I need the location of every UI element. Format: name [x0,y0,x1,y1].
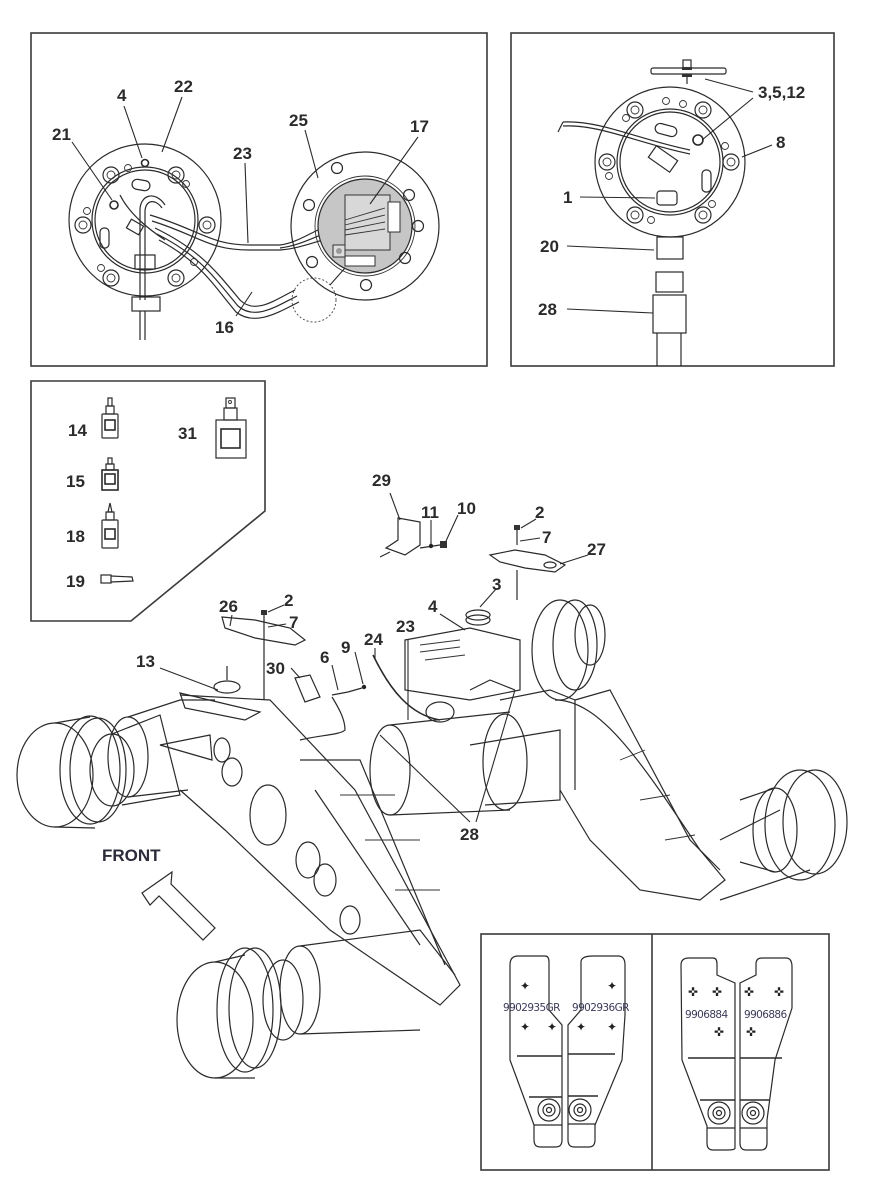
part-number-9906884: 9906884 [685,1009,728,1021]
svg-text:✦: ✦ [607,979,617,993]
callout-4: 4 [428,597,438,616]
right-bogie-arm [554,689,811,901]
panel-sensor-flange: 3,5,12 8 1 20 28 [510,32,835,367]
callout-1: 1 [563,188,572,207]
panel-consumables: 14 15 18 19 31 [30,380,266,622]
callout-9: 9 [341,638,350,657]
svg-text:✦: ✦ [607,1020,617,1034]
callout-3-5-12: 3,5,12 [758,83,805,102]
svg-text:✦: ✦ [576,1020,586,1034]
svg-text:✜: ✜ [746,1025,756,1039]
callout-29: 29 [372,471,391,490]
hub-rear-left [176,929,456,1079]
callout-30: 30 [266,659,285,678]
sensor-30 [294,674,321,703]
harness-6-9-24 [299,654,455,741]
right-flange-junction-box [290,151,440,301]
callout-28: 28 [538,300,557,319]
hub-front-right [739,769,848,881]
svg-text:✜: ✜ [774,985,784,999]
callout-21: 21 [52,125,71,144]
tube-icon [100,574,134,584]
svg-text:✜: ✜ [712,985,722,999]
callout-31: 31 [178,424,197,443]
callout-23: 23 [233,144,252,163]
callout-8: 8 [776,133,785,152]
hub-rear-right [531,599,606,701]
decal-9902935GR: ✦ ✦ ✦ [509,955,563,1148]
cable-16 [154,227,337,323]
callout-19: 19 [66,572,85,591]
callout-11: 11 [421,503,439,522]
leaders-top-left [71,96,419,317]
callout-23: 23 [396,617,415,636]
bracket-29 [379,517,421,558]
arrow-up-left-icon [141,870,216,941]
left-bogie-arm [159,694,461,1006]
callout-20: 20 [540,237,559,256]
callout-17: 17 [410,117,429,136]
callout-7: 7 [289,613,298,632]
svg-text:✜: ✜ [714,1025,724,1039]
panel-frame [510,32,835,367]
callout-22: 22 [174,77,193,96]
panel-frame [30,32,488,367]
spray-bottle-icon [215,397,247,459]
svg-text:✦: ✦ [520,1020,530,1034]
main-assembly-drawing: 29 11 10 2 7 27 3 4 26 2 7 23 24 13 30 6… [16,471,848,1079]
decal-9902936GR: ✦ ✦ ✦ [567,955,626,1148]
front-direction-label: FRONT [102,846,161,865]
callout-16: 16 [215,318,234,337]
part-number-9906886: 9906886 [744,1009,787,1021]
callout-3: 3 [492,575,501,594]
callout-27: 27 [587,540,606,559]
callout-13: 13 [136,652,155,671]
callout-15: 15 [66,472,85,491]
cover-3 [465,609,491,626]
bottle-icon [101,457,119,491]
bottle-icon [101,397,119,439]
callout-26: 26 [219,597,238,616]
leaders-main [159,492,589,823]
panel-junction-box-wiring: 4 22 21 23 25 17 16 [30,32,488,367]
plate-26 [221,610,307,700]
svg-text:✦: ✦ [520,979,530,993]
svg-text:✜: ✜ [688,985,698,999]
callout-25: 25 [289,111,308,130]
callout-14: 14 [68,421,87,440]
bottle-icon [101,502,119,549]
decal-9906884: ✜ ✜ ✜ [680,957,736,1151]
svg-text:✜: ✜ [744,985,754,999]
decal-9906886: ✜ ✜ ✜ [739,957,793,1151]
center-axle-tube [369,689,576,816]
hub-front-left [16,699,215,829]
cover-13 [179,666,262,721]
callout-10: 10 [457,499,476,518]
callout-18: 18 [66,527,85,546]
connector-10-11 [419,541,447,549]
left-flange [68,143,222,340]
part-number-9902935GR: 9902935GR [503,1002,560,1014]
svg-text:✦: ✦ [547,1020,557,1034]
panel-decals: ✦ ✦ ✦ ✦ ✦ ✦ 9902935GR 9906884 9902936GR … [480,933,830,1171]
callout-2: 2 [535,503,544,522]
center-housing [404,627,521,701]
callout-24: 24 [364,630,383,649]
callout-2: 2 [284,591,293,610]
callout-6: 6 [320,648,329,667]
callout-7: 7 [542,528,551,547]
callout-4: 4 [117,86,127,105]
part-number-9902936GR: 9902936GR [572,1002,629,1014]
plate-27 [488,525,567,600]
callout-28: 28 [460,825,479,844]
